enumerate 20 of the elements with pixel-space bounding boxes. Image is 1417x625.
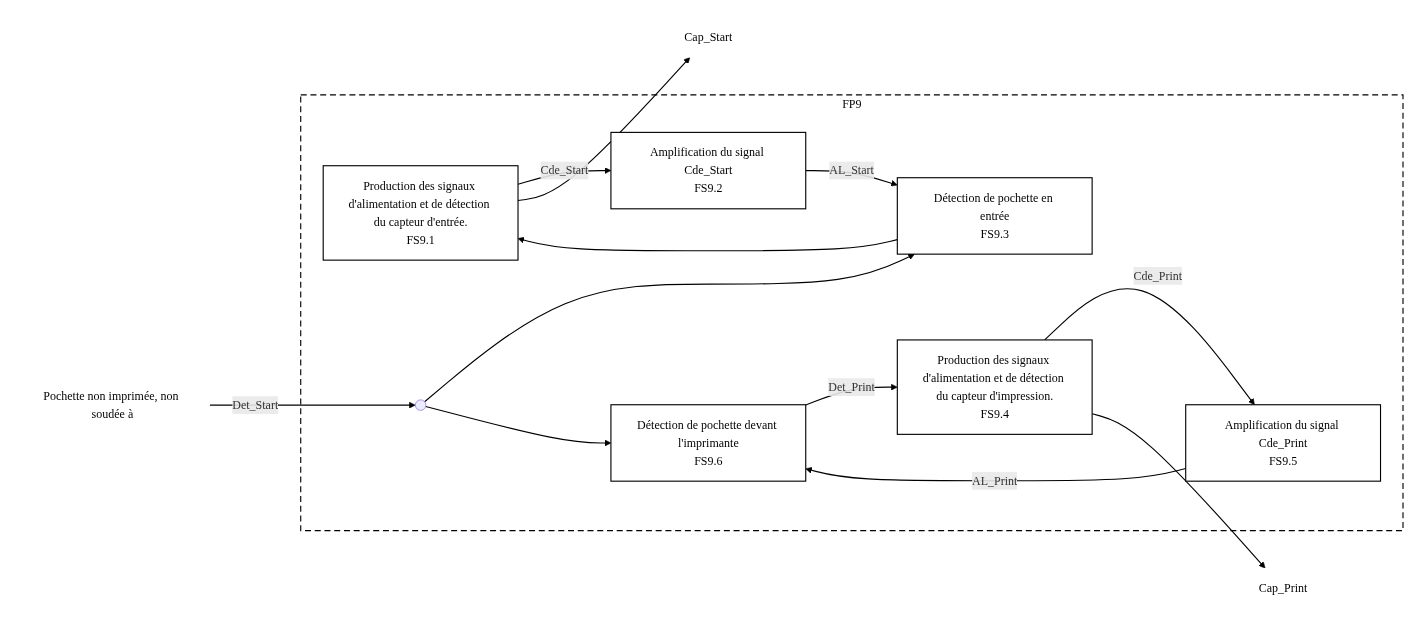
edge-label: AL_Start bbox=[828, 163, 874, 177]
node-box: Production des signaux d'alimentation et de détection du capteur d'impression. FS9.4 bbox=[896, 339, 1093, 435]
arrow bbox=[1043, 287, 1255, 405]
arrow bbox=[1091, 412, 1265, 569]
node-text: Cap_Print bbox=[1258, 581, 1307, 595]
arrow bbox=[424, 405, 611, 446]
edge-label: Cde_Print bbox=[1132, 268, 1182, 282]
node-box: Détection de pochette en entrée FS9.3 bbox=[896, 176, 1093, 255]
node-text: Pochette non imprimée, non soudée à bbox=[42, 389, 178, 420]
node-box: Amplification du signal Cde_Start FS9.2 bbox=[609, 131, 806, 210]
edge-label: Det_Print bbox=[827, 380, 875, 393]
edge-label: Det_Start bbox=[231, 398, 278, 411]
node-circle bbox=[414, 399, 426, 411]
node-box: Production des signaux d'alimentation et de détection du capteur d'entrée. FS9.1 bbox=[322, 164, 519, 261]
node-text: Cap_Start bbox=[683, 30, 732, 43]
node-box: Amplification du signal Cde_Print FS9.5 bbox=[1184, 403, 1381, 482]
edge-label: Cde_Start bbox=[539, 163, 588, 177]
node-box: Détection de pochette devant l'imprimante FS9.6 bbox=[609, 403, 806, 482]
edge-label: AL_Print bbox=[971, 473, 1017, 487]
arrow bbox=[423, 253, 915, 402]
